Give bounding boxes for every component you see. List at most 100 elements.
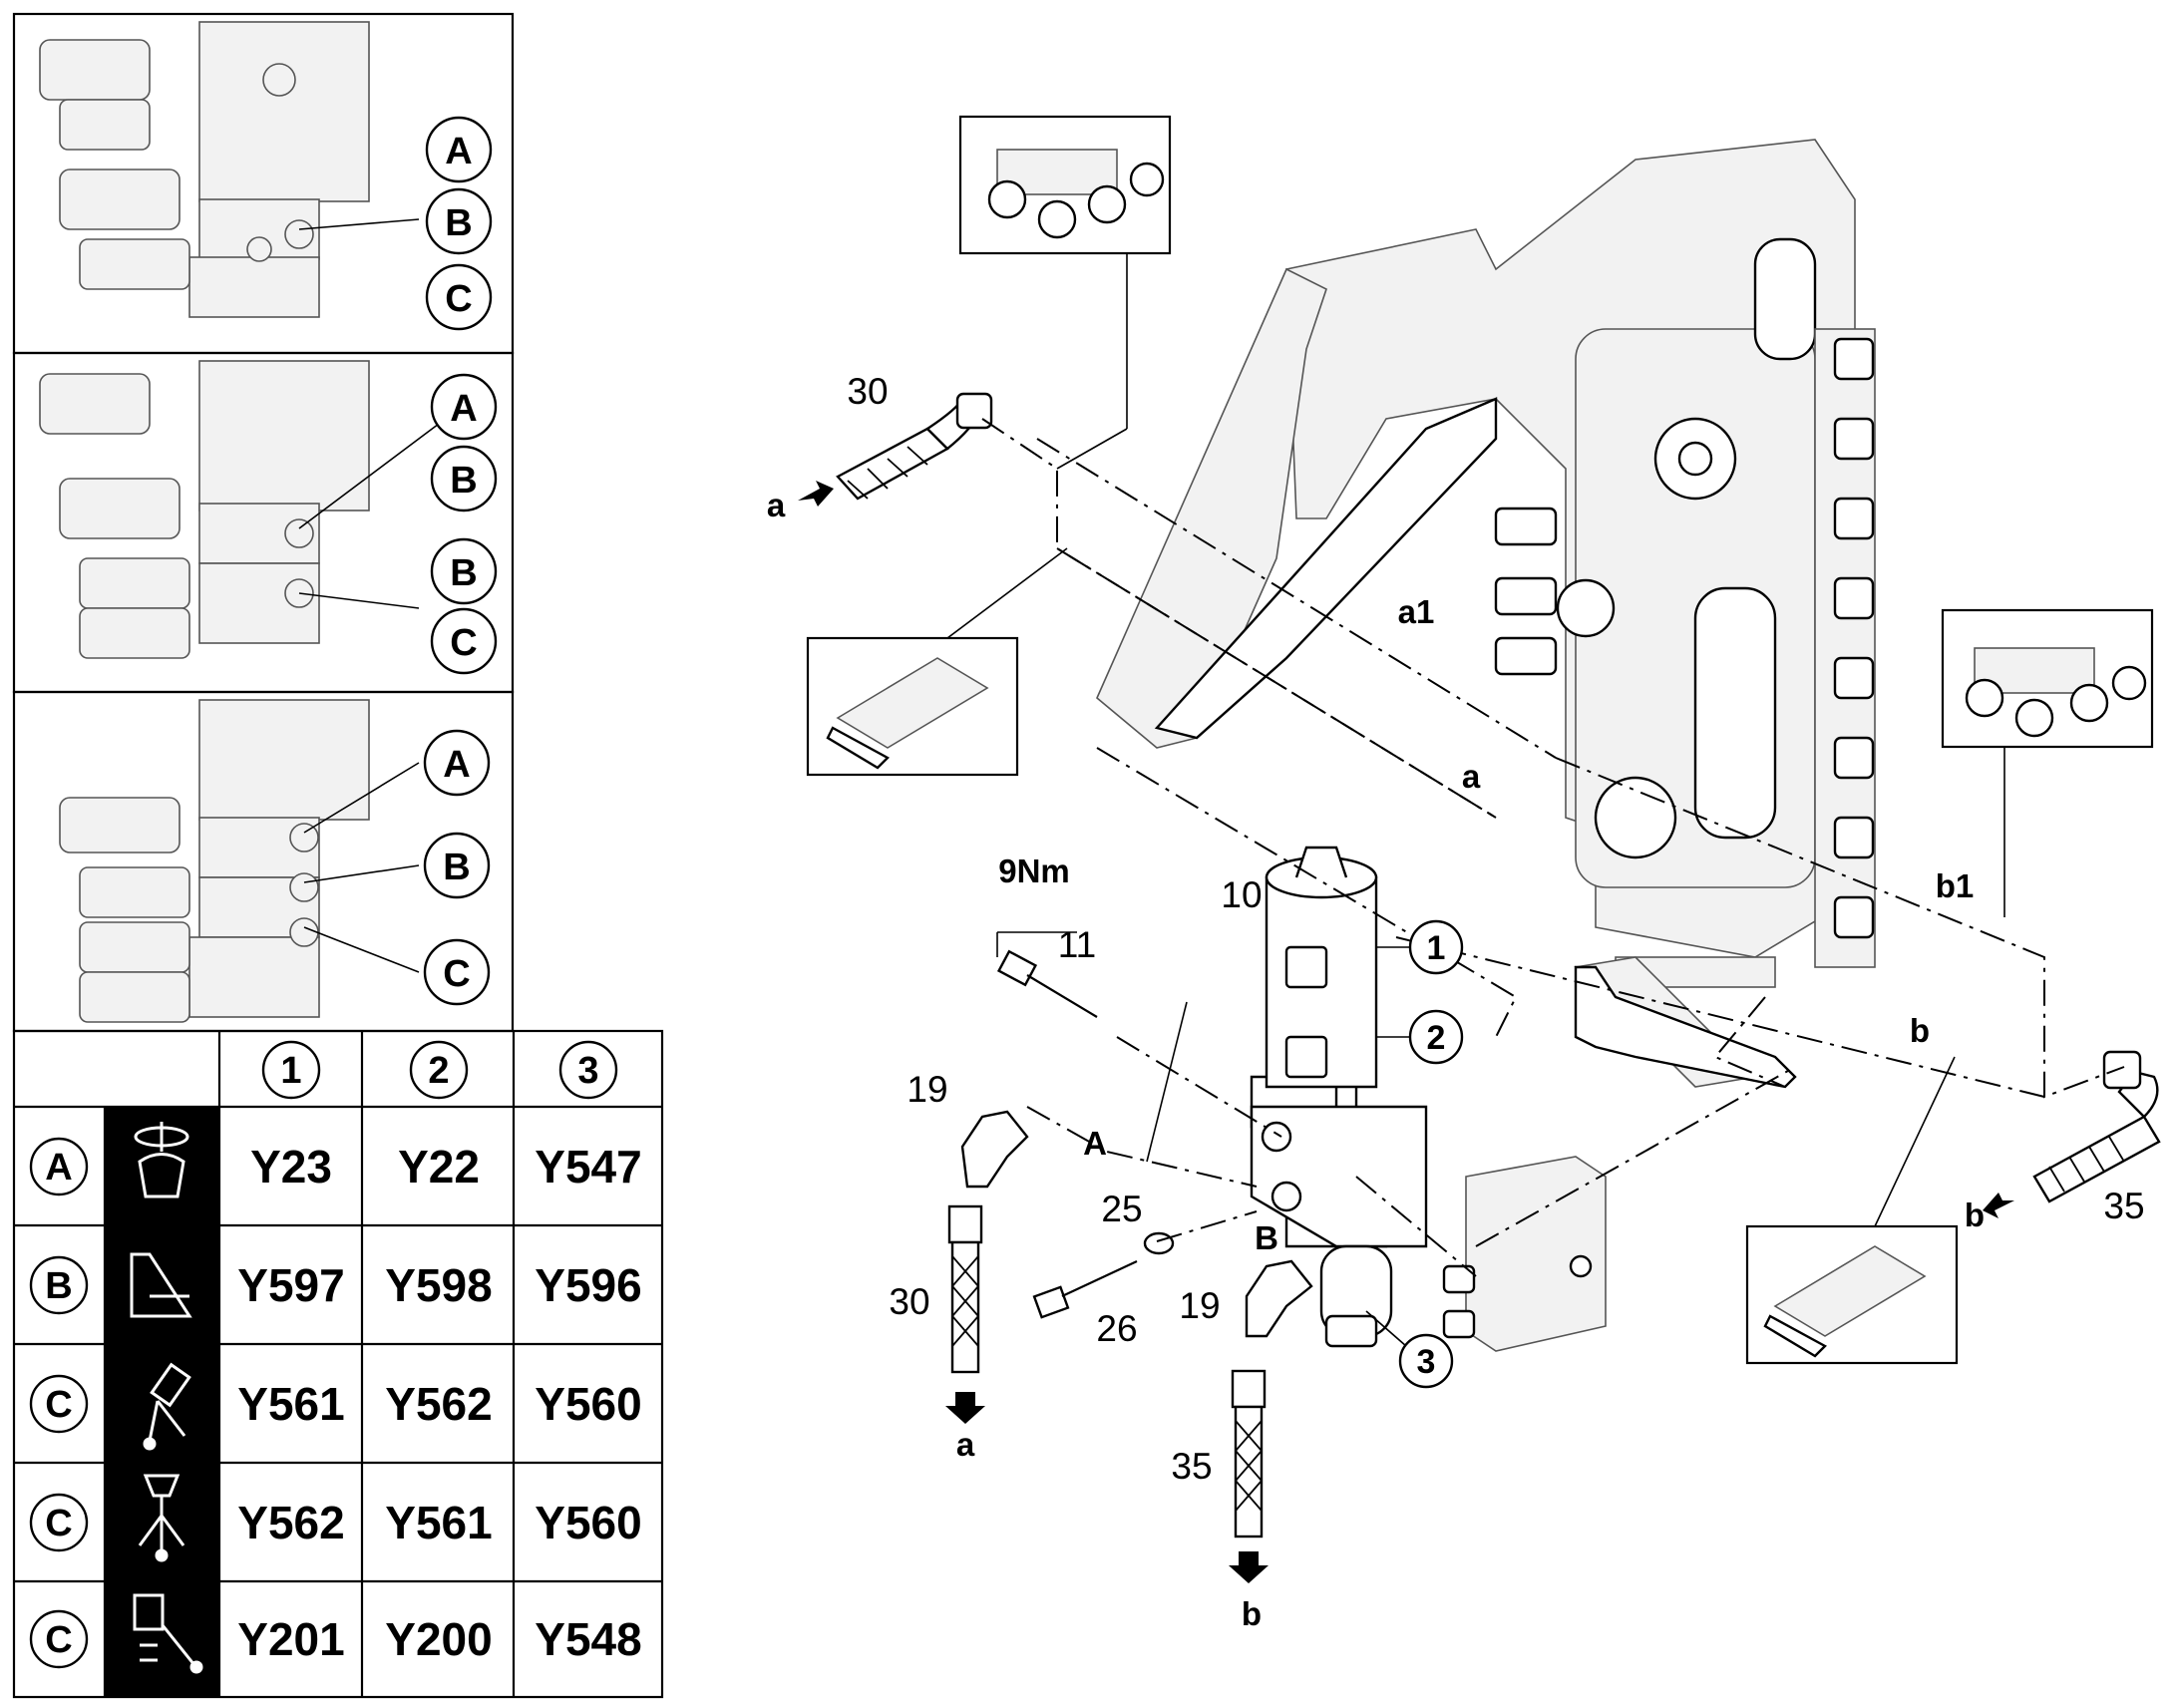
svg-text:1: 1 (280, 1050, 301, 1092)
hose-30-bottom (947, 1204, 983, 1374)
hose-35-bottom (1231, 1369, 1267, 1538)
cell-C1-3: Y560 (535, 1378, 641, 1430)
label-a-bottom: a (956, 1426, 975, 1463)
fitting-19-left (960, 1110, 1029, 1189)
svg-text:C: C (45, 1503, 72, 1544)
cell-B-1: Y597 (237, 1259, 344, 1311)
bolt-11 (996, 949, 1098, 1018)
label-30-bottom: 30 (889, 1281, 929, 1322)
svg-text:B: B (450, 552, 477, 594)
svg-text:C: C (443, 953, 470, 995)
svg-text:2: 2 (428, 1050, 449, 1092)
valve-stack (1494, 328, 1876, 968)
svg-text:C: C (445, 278, 472, 320)
cell-C3-3: Y548 (535, 1613, 641, 1665)
cell-C2-1: Y562 (237, 1497, 344, 1548)
hose-35-right (2032, 1050, 2161, 1203)
label-26: 26 (1096, 1308, 1137, 1349)
pedal-joystick-icon (138, 1474, 185, 1562)
panel-1-letter-B: B (425, 187, 493, 255)
connection-lines (981, 418, 2125, 1277)
cell-C3-2: Y200 (385, 1613, 492, 1665)
label-35-bottom: 35 (1171, 1446, 1212, 1487)
cell-C2-3: Y560 (535, 1497, 641, 1548)
label-19-left: 19 (907, 1069, 947, 1110)
leader-lines (946, 254, 2005, 1347)
panel-2-letter-C: C (430, 607, 498, 675)
label-a-mid: a (1462, 758, 1481, 795)
svg-text:1: 1 (1427, 929, 1446, 967)
row-letter-C2: C (29, 1493, 89, 1552)
svg-text:C: C (45, 1619, 72, 1661)
row-letter-A: A (29, 1137, 89, 1196)
cell-A-2: Y22 (398, 1141, 480, 1193)
svg-text:B: B (443, 847, 470, 888)
column-header-1: 1 (261, 1040, 321, 1100)
cell-B-2: Y598 (385, 1259, 492, 1311)
label-25: 25 (1101, 1189, 1142, 1229)
label-35-right: 35 (2103, 1186, 2144, 1226)
label-port-B: B (1255, 1219, 1278, 1256)
svg-text:B: B (445, 202, 472, 244)
cell-C3-1: Y201 (237, 1613, 344, 1665)
svg-text:C: C (45, 1384, 72, 1426)
valve-panel-3-illustration (59, 699, 420, 1023)
svg-text:A: A (45, 1147, 72, 1189)
svg-text:A: A (450, 388, 477, 430)
label-b1: b1 (1936, 867, 1975, 904)
valve-panel-2-illustration (39, 360, 440, 659)
label-19-right: 19 (1179, 1285, 1220, 1326)
solenoid-assignment-table: 1 2 3 (12, 1029, 664, 1699)
svg-text:B: B (45, 1265, 72, 1307)
svg-text:A: A (443, 744, 470, 786)
fitting-19-right (1245, 1259, 1313, 1338)
svg-text:C: C (450, 622, 477, 664)
label-11: 11 (1058, 924, 1096, 965)
solenoid-valve-10 (1250, 846, 1428, 1348)
rotation-icon (134, 1122, 189, 1198)
tracked-machine-thumbnail-left (806, 636, 1019, 777)
label-10: 10 (1221, 874, 1262, 915)
cell-C2-2: Y561 (385, 1497, 492, 1548)
panel-3-letter-B: B (423, 832, 491, 899)
column-header-3: 3 (558, 1040, 618, 1100)
bolt-26 (1032, 1260, 1138, 1319)
coil-callout-1: 1 (1408, 919, 1464, 975)
cell-A-3: Y547 (535, 1141, 641, 1193)
arrow-a-bottom (945, 1392, 985, 1424)
valve-detail-panels: A B C A B B C A (12, 12, 515, 1033)
arrow-b-bottom (1229, 1551, 1269, 1583)
pilot-valve-block (1442, 1156, 1607, 1352)
row-letter-C1: C (29, 1374, 89, 1434)
coil-callout-2: 2 (1408, 1009, 1464, 1065)
label-a-left: a (767, 487, 786, 523)
wheeled-machine-thumbnail-top (958, 115, 1172, 255)
label-port-A: A (1083, 1125, 1107, 1162)
svg-text:B: B (450, 460, 477, 502)
main-valve-block (1096, 139, 1876, 1089)
label-b-mid: b (1910, 1012, 1930, 1049)
panel-3-letter-C: C (423, 938, 491, 1006)
arrow-b-right (1983, 1193, 2014, 1218)
svg-text:3: 3 (577, 1050, 598, 1092)
wheeled-machine-thumbnail-right (1941, 608, 2154, 749)
row-letter-B: B (29, 1255, 89, 1315)
cell-C1-2: Y562 (385, 1378, 492, 1430)
column-header-2: 2 (409, 1040, 469, 1100)
tracked-machine-thumbnail-right (1745, 1224, 1959, 1365)
panel-2-letter-A: A (430, 373, 498, 441)
coil-callout-3: 3 (1398, 1333, 1454, 1389)
label-a1: a1 (1398, 593, 1435, 630)
boom-icon (130, 1252, 192, 1318)
panel-1-letter-A: A (425, 116, 493, 183)
cell-A-1: Y23 (250, 1141, 332, 1193)
cell-B-3: Y596 (535, 1259, 641, 1311)
panel-1-letter-C: C (425, 263, 493, 331)
washer-25 (1143, 1231, 1175, 1255)
valve-panel-1-illustration (39, 21, 420, 318)
pedal-icon (133, 1593, 203, 1674)
svg-text:2: 2 (1427, 1019, 1446, 1057)
panel-2-letter-B-lower: B (430, 537, 498, 605)
label-9nm: 9Nm (998, 853, 1070, 889)
